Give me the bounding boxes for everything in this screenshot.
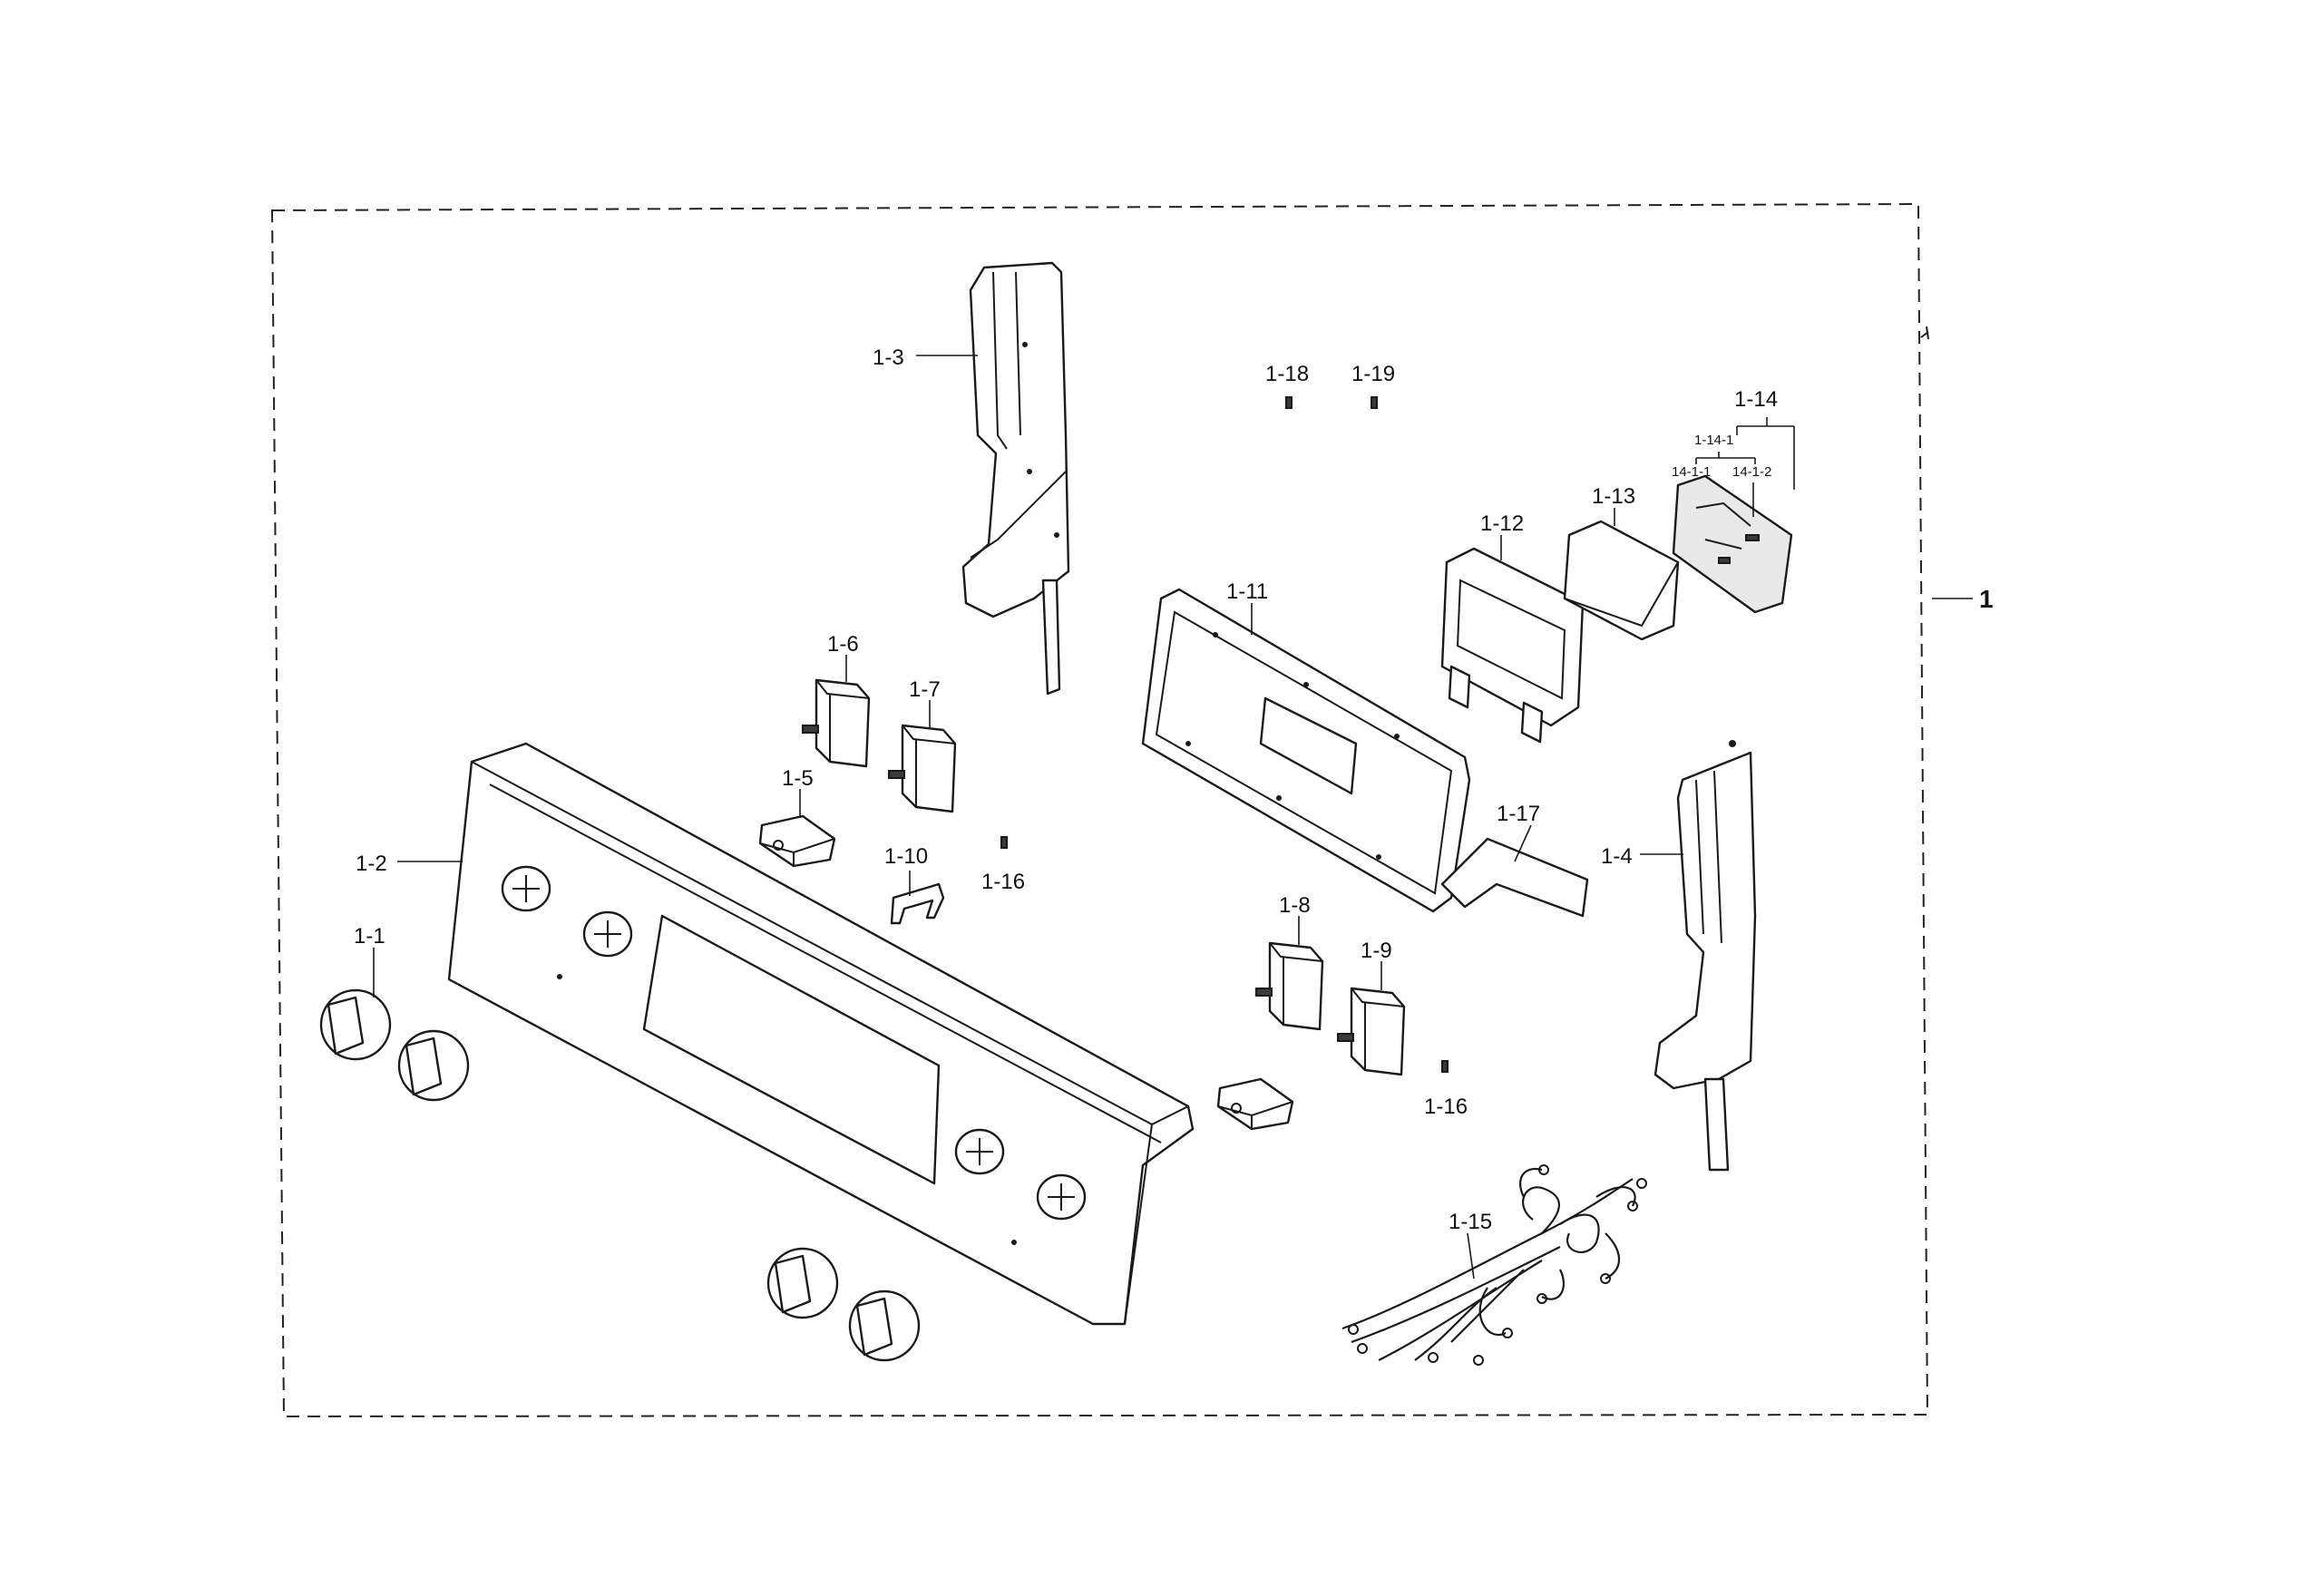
callout-1-9: 1-9 bbox=[1361, 939, 1392, 963]
part-control-panel bbox=[447, 742, 1195, 1326]
part-wire-harness bbox=[1341, 1164, 1647, 1366]
part-pcb-board bbox=[1672, 474, 1793, 614]
part-screw-b bbox=[1441, 1060, 1449, 1073]
callout-1-4: 1-4 bbox=[1601, 844, 1633, 869]
callout-1-16b: 1-16 bbox=[1424, 1095, 1468, 1119]
part-screw-1-19 bbox=[1371, 396, 1378, 409]
callout-1-14: 1-14 bbox=[1734, 387, 1778, 412]
callout-1-10: 1-10 bbox=[884, 844, 928, 869]
part-display-frame bbox=[1141, 588, 1471, 913]
corner-mark bbox=[1920, 326, 1929, 340]
callout-1-5: 1-5 bbox=[782, 766, 814, 791]
part-block-lower bbox=[1216, 1077, 1294, 1131]
callout-1-19: 1-19 bbox=[1351, 362, 1395, 386]
callout-14-1-1: 14-1-1 bbox=[1672, 464, 1711, 480]
knob-opening-3 bbox=[954, 1128, 1005, 1175]
part-board-bracket bbox=[1440, 547, 1585, 744]
knob-opening-4 bbox=[1036, 1173, 1087, 1221]
part-switch-1-6 bbox=[802, 678, 871, 768]
callout-1-12: 1-12 bbox=[1480, 511, 1524, 536]
part-knob-b bbox=[397, 1029, 470, 1102]
part-switch-1-7 bbox=[888, 724, 957, 813]
assembly-boundary bbox=[270, 202, 1929, 1418]
assembly-label: 1 bbox=[1979, 585, 1994, 613]
callout-1-3: 1-3 bbox=[873, 345, 904, 370]
callout-1-8: 1-8 bbox=[1279, 893, 1311, 918]
callout-1-13: 1-13 bbox=[1592, 484, 1635, 509]
callout-1-18: 1-18 bbox=[1265, 362, 1309, 386]
callout-1-6: 1-6 bbox=[827, 632, 859, 657]
part-screw-1-18 bbox=[1285, 396, 1293, 409]
part-board-cover bbox=[1563, 520, 1680, 641]
knob-opening-2 bbox=[582, 910, 633, 958]
part-left-bracket bbox=[961, 261, 1070, 696]
part-switch-1-9 bbox=[1337, 987, 1406, 1076]
part-ribbon-cable bbox=[1440, 837, 1589, 918]
part-screw-a bbox=[1000, 836, 1008, 849]
callout-14-1-2: 14-1-2 bbox=[1732, 464, 1771, 480]
part-knob-d bbox=[848, 1289, 921, 1362]
callout-1-14-1: 1-14-1 bbox=[1694, 433, 1733, 448]
knob-opening-1 bbox=[501, 865, 551, 912]
callout-1-7: 1-7 bbox=[909, 677, 941, 702]
callout-1-2: 1-2 bbox=[356, 852, 387, 876]
callout-1-15: 1-15 bbox=[1449, 1210, 1492, 1234]
part-right-bracket bbox=[1654, 740, 1757, 1172]
part-knob-a bbox=[319, 988, 392, 1061]
callout-1-16a: 1-16 bbox=[981, 870, 1025, 894]
part-clip-1-10 bbox=[890, 882, 945, 925]
part-knob-c bbox=[766, 1247, 839, 1319]
part-block-1-5 bbox=[758, 814, 836, 868]
part-switch-1-8 bbox=[1255, 941, 1324, 1031]
callout-1-17: 1-17 bbox=[1497, 802, 1540, 826]
callout-1-1: 1-1 bbox=[354, 924, 385, 949]
callout-1-11: 1-11 bbox=[1226, 579, 1268, 604]
